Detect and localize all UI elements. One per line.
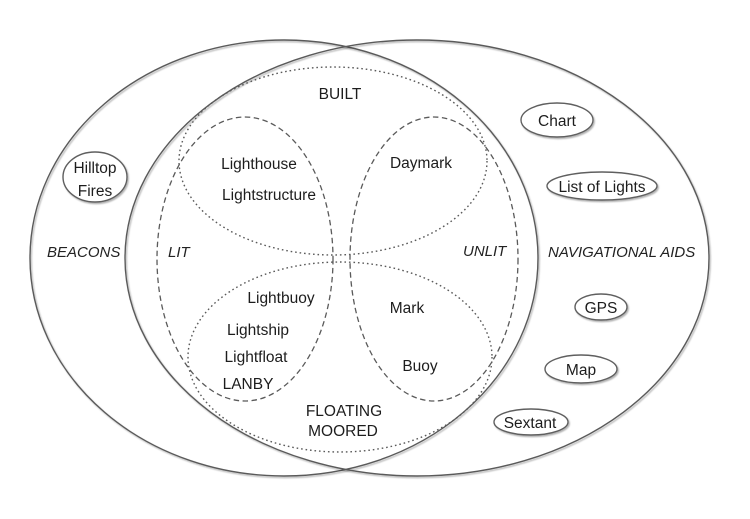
navigational-aids-set-ellipse xyxy=(124,39,710,477)
gps-label: GPS xyxy=(585,300,618,317)
item-buoy: Buoy xyxy=(402,358,438,375)
lit-set-ellipse xyxy=(156,116,334,402)
hilltop-fires-oval xyxy=(62,151,128,203)
chart-oval xyxy=(520,102,594,138)
item-lightbuoy: Lightbuoy xyxy=(247,290,314,307)
map-label: Map xyxy=(566,362,596,379)
built-set-ellipse xyxy=(178,66,488,256)
item-daymark: Daymark xyxy=(390,155,452,172)
list-of-lights-oval xyxy=(546,171,658,201)
item-mark: Mark xyxy=(390,300,425,317)
item-lighthouse: Lighthouse xyxy=(221,156,297,173)
hilltop-fires-line1: Hilltop xyxy=(73,160,116,177)
navigational-aids-label: NAVIGATIONAL AIDS xyxy=(548,244,695,261)
gps-oval xyxy=(574,293,628,321)
beacons-set-ellipse xyxy=(29,39,539,477)
unlit-set-ellipse xyxy=(349,116,519,402)
map-oval xyxy=(544,354,618,384)
item-lanby: LANBY xyxy=(223,376,274,393)
list-of-lights-label: List of Lights xyxy=(558,179,645,196)
moored-label: MOORED xyxy=(308,423,378,440)
item-lightship: Lightship xyxy=(227,322,289,339)
chart-label: Chart xyxy=(538,113,577,130)
lit-label: LIT xyxy=(168,244,192,261)
unlit-label: UNLIT xyxy=(463,243,508,260)
floating-label: FLOATING xyxy=(306,403,382,420)
hilltop-fires-line2: Fires xyxy=(78,183,113,200)
sextant-oval xyxy=(493,408,569,436)
item-lightfloat: Lightfloat xyxy=(225,349,289,366)
floating-moored-set-ellipse xyxy=(187,261,493,453)
beacons-label: BEACONS xyxy=(47,244,120,261)
sextant-label: Sextant xyxy=(504,415,557,432)
built-label: BUILT xyxy=(319,86,362,103)
item-lightstructure: Lightstructure xyxy=(222,187,316,204)
